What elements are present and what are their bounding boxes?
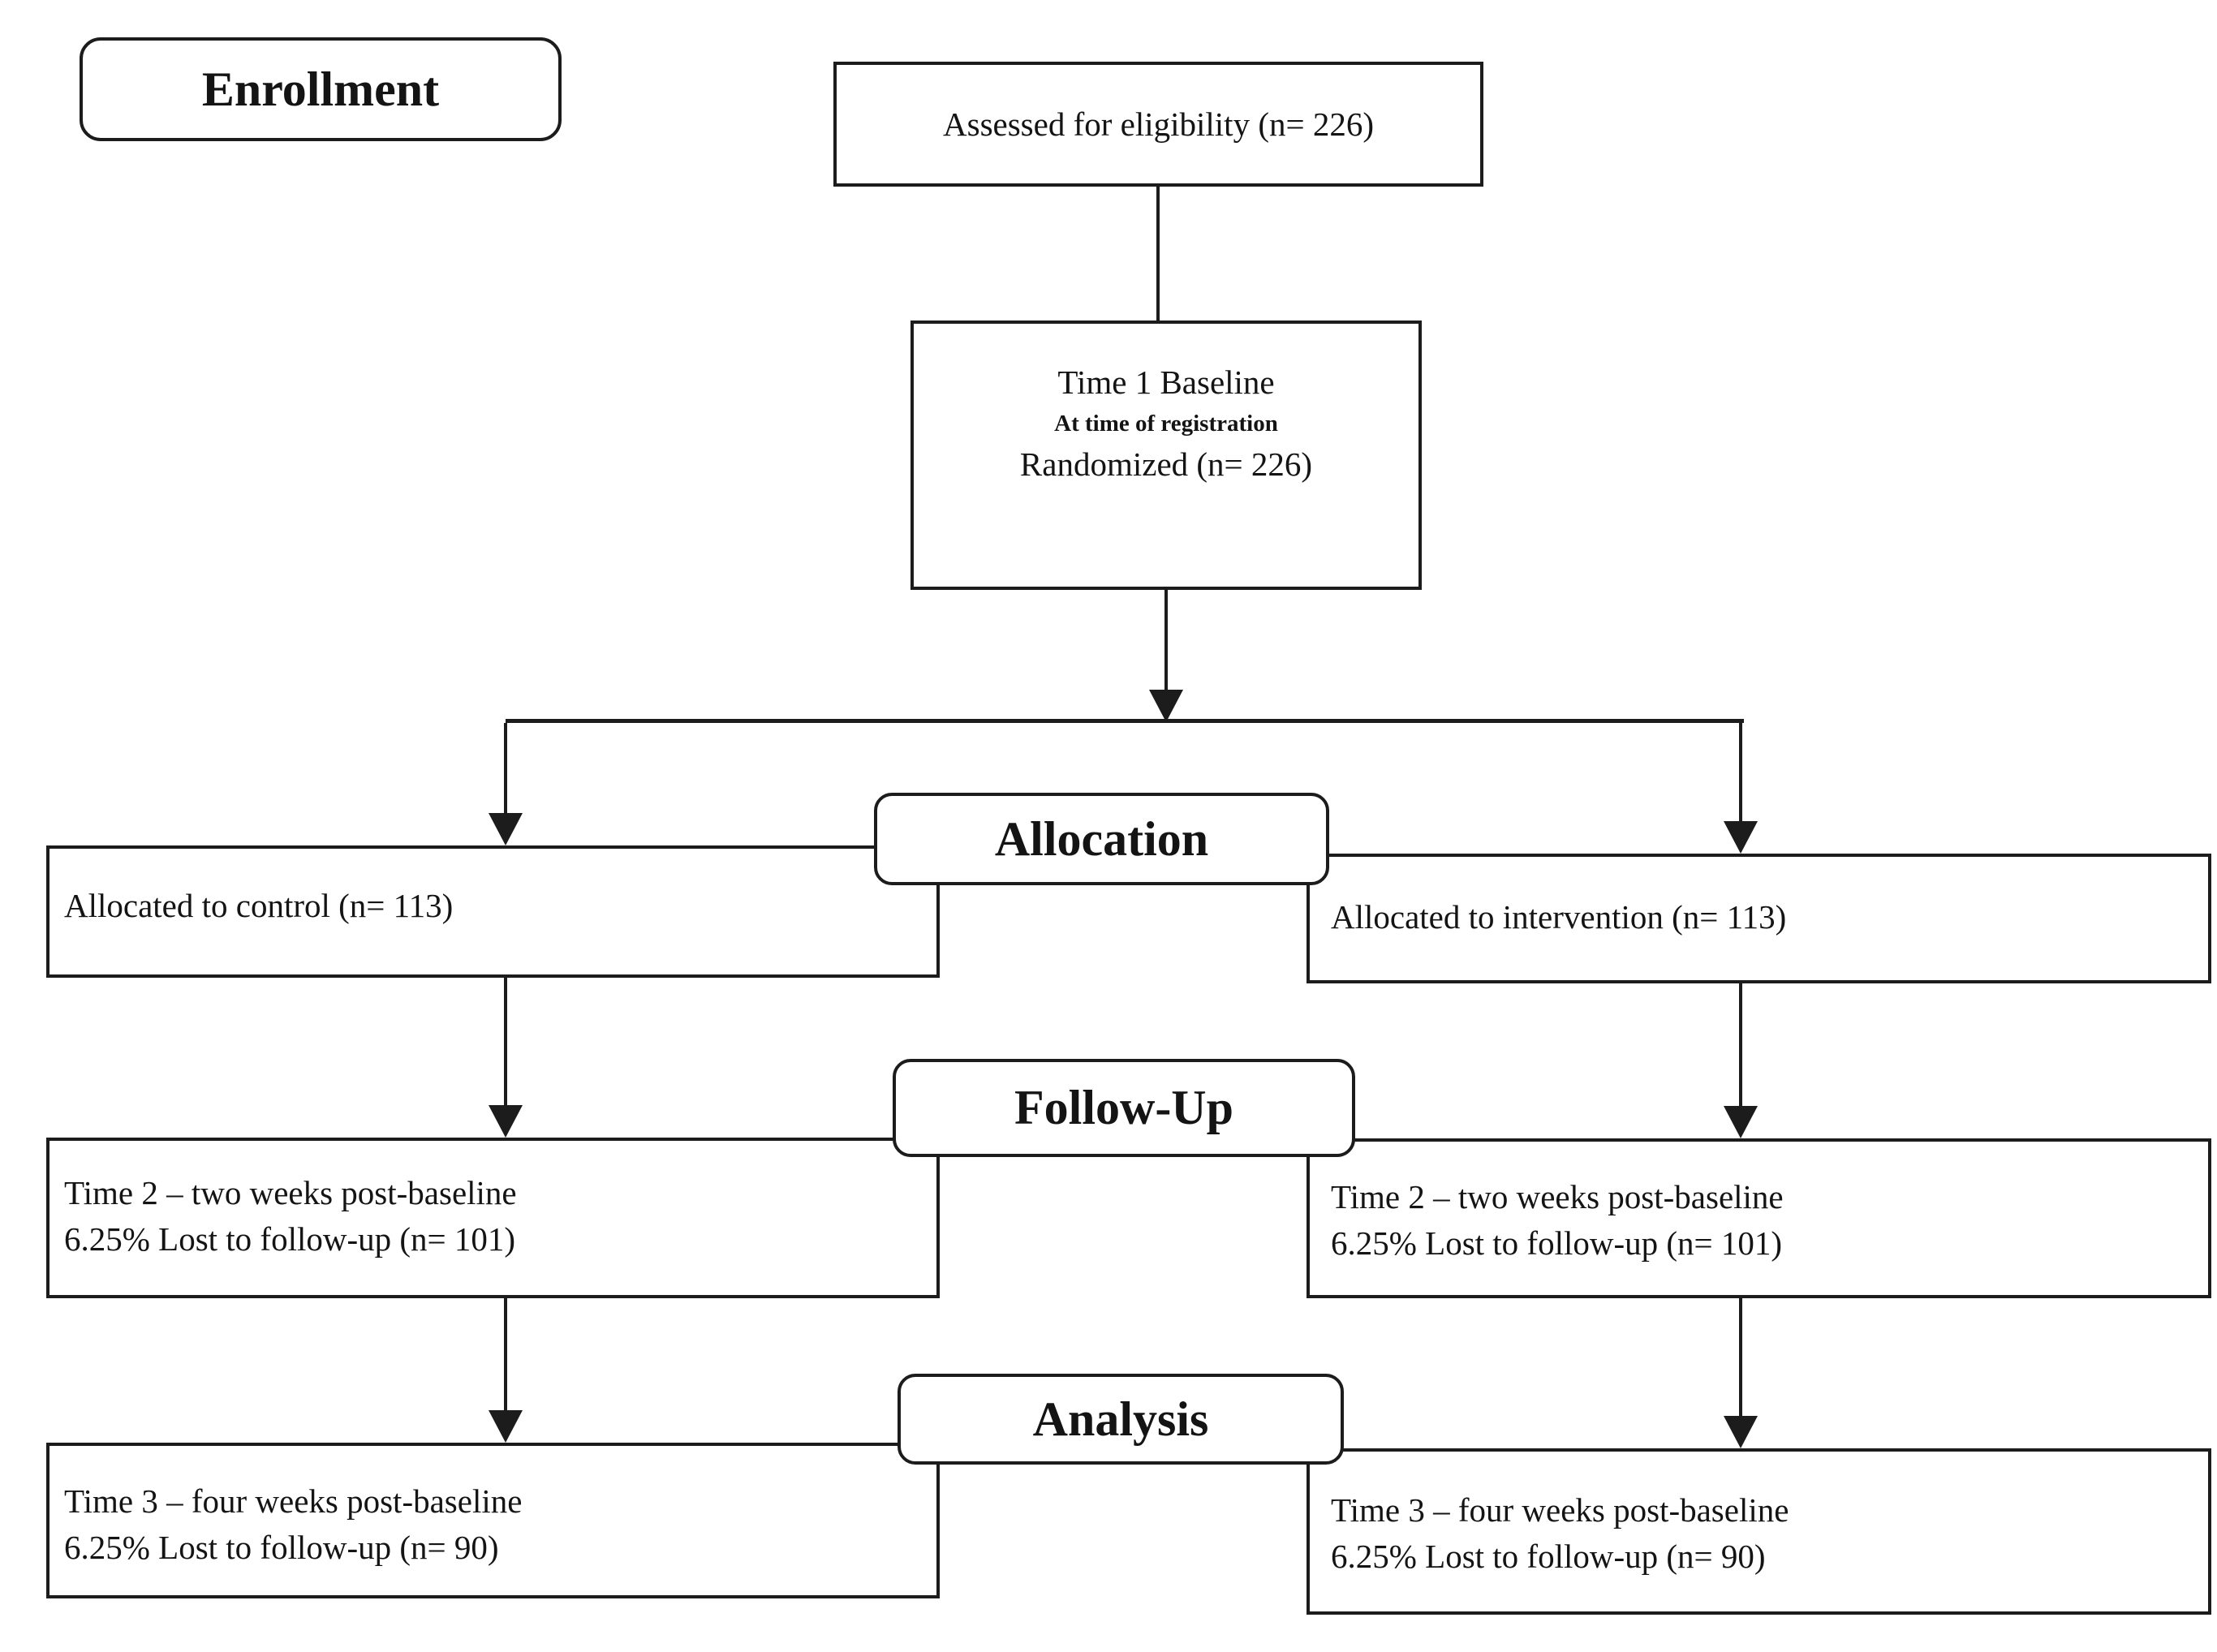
- allocated-control-text: Allocated to control (n= 113): [64, 887, 454, 924]
- connector-assessed-to-baseline: [1156, 187, 1160, 321]
- intervention-time2-line2: 6.25% Lost to follow-up (n= 101): [1331, 1224, 1783, 1262]
- control-time2-line1: Time 2 – two weeks post-baseline: [64, 1174, 517, 1211]
- connector-control-alloc-to-time2: [504, 978, 507, 1108]
- intervention-time2-line1: Time 2 – two weeks post-baseline: [1331, 1178, 1784, 1215]
- arrowhead-branch-to-control: [489, 813, 523, 845]
- baseline-randomized-text: Randomized (n= 226): [1019, 445, 1313, 483]
- baseline-randomized-box: Time 1 Baseline At time of registration …: [910, 321, 1422, 590]
- connector-intervention-time2-to-time3: [1739, 1298, 1742, 1419]
- allocated-control-box: Allocated to control (n= 113): [46, 845, 940, 978]
- connector-control-time2-to-time3: [504, 1298, 507, 1413]
- branch-line: [506, 719, 1744, 723]
- intervention-time2-box: Time 2 – two weeks post-baseline 6.25% L…: [1307, 1138, 2211, 1298]
- allocation-stage-text: Allocation: [994, 811, 1209, 866]
- intervention-time3-box: Time 3 – four weeks post-baseline 6.25% …: [1307, 1448, 2211, 1615]
- control-time3-line2: 6.25% Lost to follow-up (n= 90): [64, 1529, 499, 1566]
- followup-stage-label: Follow-Up: [893, 1059, 1355, 1157]
- arrowhead-control-time2-to-time3: [489, 1410, 523, 1443]
- control-time3-box: Time 3 – four weeks post-baseline 6.25% …: [46, 1443, 940, 1598]
- arrowhead-branch-to-intervention: [1724, 821, 1758, 854]
- analysis-stage-label: Analysis: [898, 1374, 1344, 1465]
- arrowhead-baseline-to-branch: [1149, 690, 1183, 722]
- baseline-title-text: Time 1 Baseline: [1057, 364, 1275, 401]
- connector-branch-to-control: [504, 723, 507, 816]
- control-time3-line1: Time 3 – four weeks post-baseline: [64, 1482, 523, 1520]
- connector-branch-to-intervention: [1739, 723, 1742, 824]
- baseline-subtitle-text: At time of registration: [1054, 411, 1278, 437]
- intervention-time3-line1: Time 3 – four weeks post-baseline: [1331, 1491, 1789, 1529]
- enrollment-stage-text: Enrollment: [201, 62, 440, 116]
- analysis-stage-text: Analysis: [1032, 1392, 1209, 1446]
- control-time2-box: Time 2 – two weeks post-baseline 6.25% L…: [46, 1138, 940, 1298]
- intervention-time3-line2: 6.25% Lost to follow-up (n= 90): [1331, 1538, 1766, 1575]
- enrollment-stage-label: Enrollment: [80, 37, 562, 141]
- arrowhead-intervention-alloc-to-time2: [1724, 1106, 1758, 1138]
- allocation-stage-label: Allocation: [874, 793, 1329, 885]
- control-time2-line2: 6.25% Lost to follow-up (n= 101): [64, 1220, 516, 1258]
- followup-stage-text: Follow-Up: [1014, 1081, 1233, 1134]
- assessed-eligibility-text: Assessed for eligibility (n= 226): [943, 105, 1374, 143]
- allocated-intervention-text: Allocated to intervention (n= 113): [1331, 898, 1787, 936]
- connector-intervention-alloc-to-time2: [1739, 983, 1742, 1109]
- arrowhead-intervention-time2-to-time3: [1724, 1416, 1758, 1448]
- connector-baseline-to-branch: [1164, 590, 1168, 694]
- arrowhead-control-alloc-to-time2: [489, 1105, 523, 1138]
- allocated-intervention-box: Allocated to intervention (n= 113): [1307, 854, 2211, 983]
- assessed-eligibility-box: Assessed for eligibility (n= 226): [833, 62, 1483, 187]
